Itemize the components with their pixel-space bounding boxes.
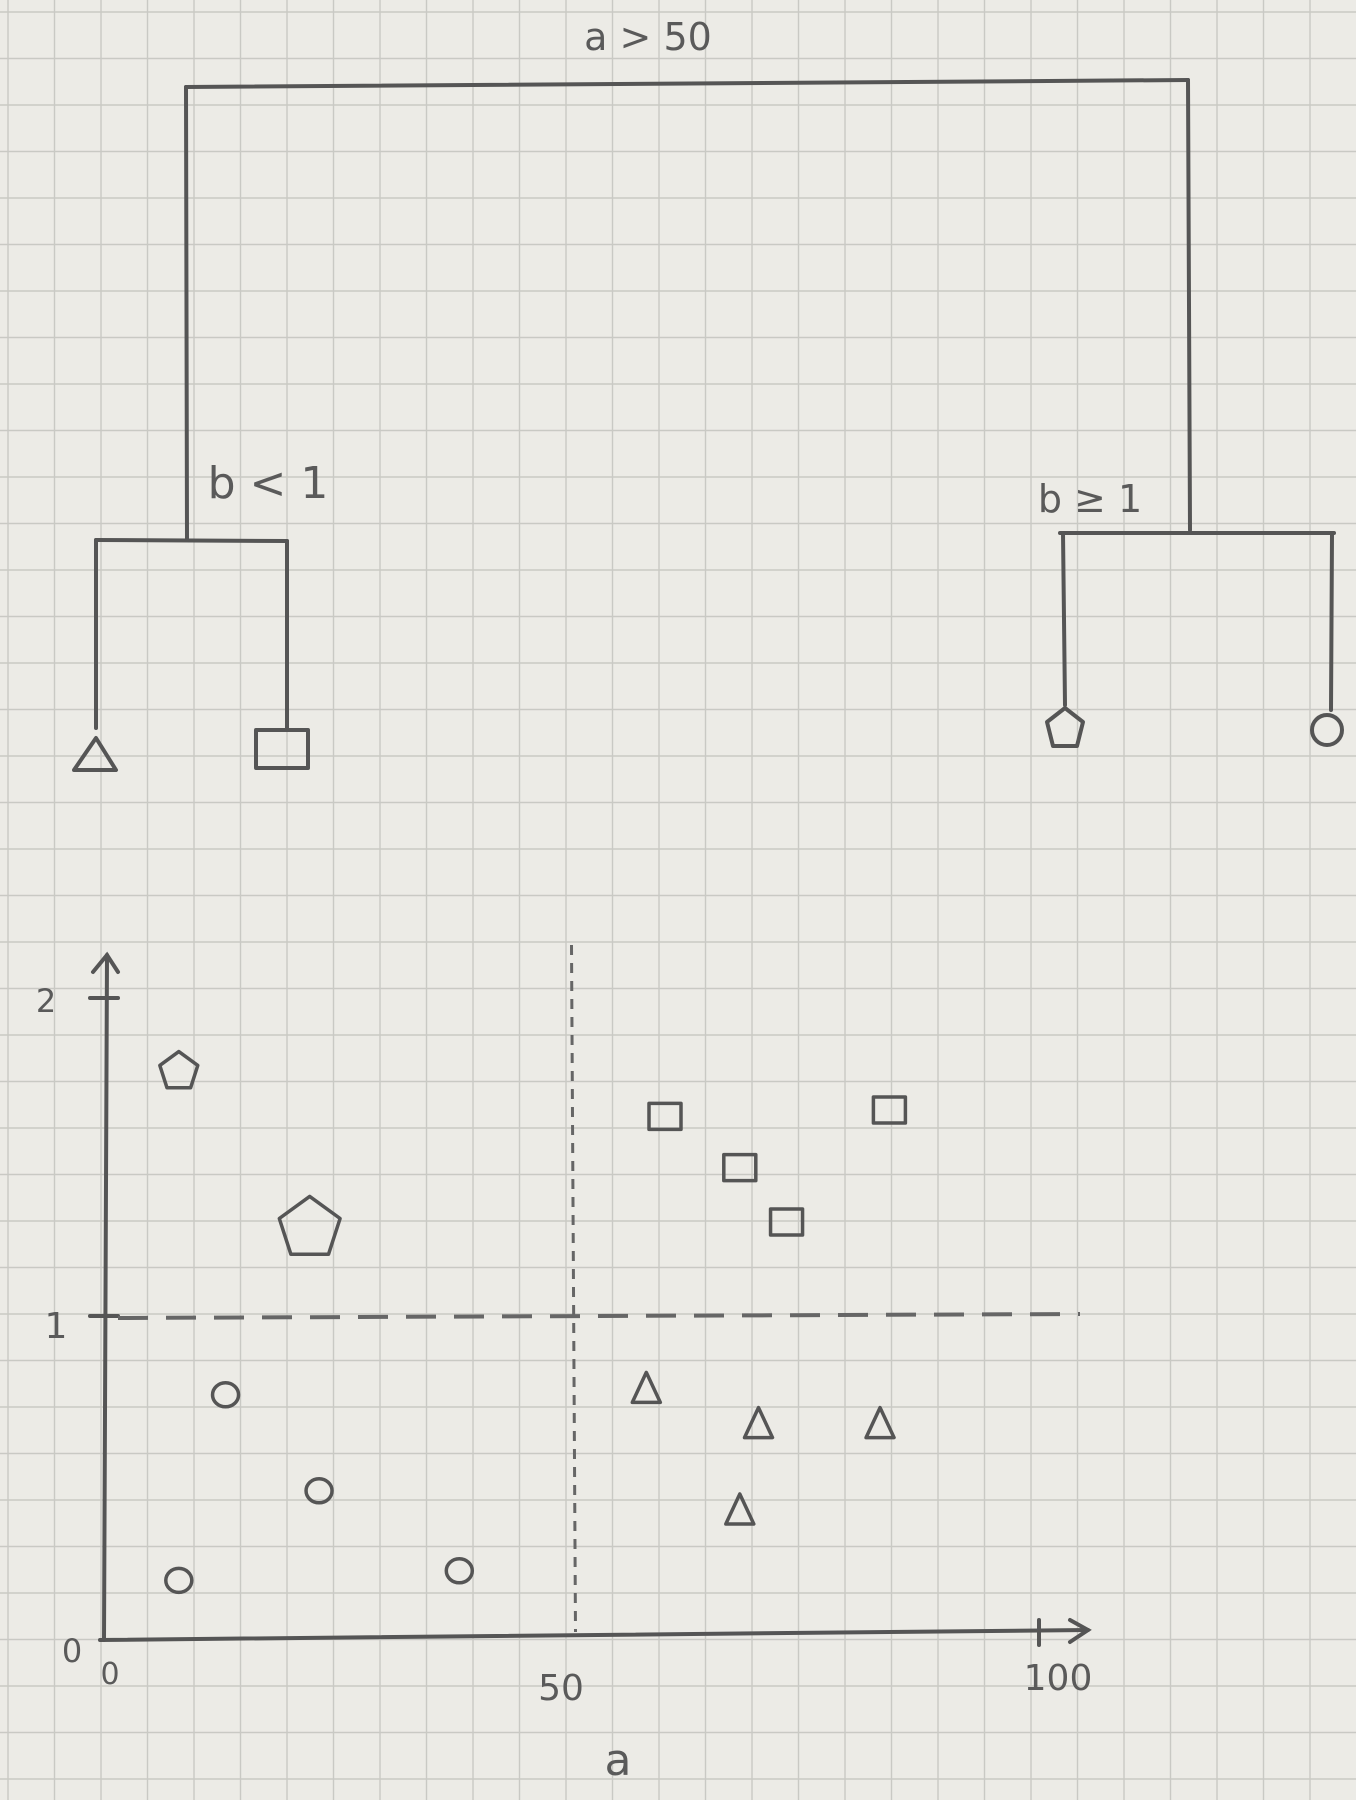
y-tick-label-1: 1 bbox=[45, 1306, 68, 1347]
data-point-circle-5 bbox=[444, 1557, 475, 1585]
tree-left-split bbox=[94, 538, 289, 543]
x-axis-label: a bbox=[605, 1735, 632, 1786]
leaf-circle-icon bbox=[1310, 713, 1344, 747]
tree-left-trunk bbox=[184, 85, 189, 542]
data-point-circle-3 bbox=[304, 1477, 334, 1505]
tree-root-label: a > 50 bbox=[584, 15, 712, 59]
data-point-pentagon-0 bbox=[158, 1049, 200, 1090]
x-axis bbox=[98, 1628, 1090, 1642]
tree-left-label: b < 1 bbox=[208, 458, 329, 509]
data-point-circle-2 bbox=[210, 1381, 241, 1409]
data-point-circle-4 bbox=[164, 1566, 194, 1595]
tree-root-bar bbox=[184, 78, 1190, 89]
data-point-square-6 bbox=[647, 1101, 683, 1132]
data-point-square-9 bbox=[768, 1207, 805, 1237]
y-tick-label-0: 0 bbox=[62, 1632, 82, 1670]
x-tick-label-0: 0 bbox=[100, 1657, 119, 1692]
data-point-square-8 bbox=[871, 1095, 908, 1125]
tree-right-leaf-line-1 bbox=[1061, 531, 1067, 707]
data-point-triangle-12 bbox=[864, 1405, 896, 1440]
leaf-square-icon bbox=[254, 728, 310, 770]
tree-right-label: b ≥ 1 bbox=[1038, 477, 1142, 521]
tree-right-trunk bbox=[1186, 78, 1192, 532]
data-point-triangle-10 bbox=[630, 1370, 663, 1405]
y-tick-label-2: 2 bbox=[36, 982, 56, 1020]
leaf-pentagon-icon bbox=[1045, 706, 1085, 748]
data-point-triangle-13 bbox=[724, 1492, 756, 1526]
y-axis-arrow bbox=[91, 951, 120, 974]
y-axis bbox=[102, 953, 109, 1642]
scatter-plot: 0 50 100 0 1 2 a bbox=[36, 944, 1093, 1786]
data-point-square-7 bbox=[722, 1152, 758, 1183]
leaf-triangle-icon bbox=[72, 736, 118, 772]
data-point-pentagon-1 bbox=[277, 1194, 342, 1257]
split-line-a-50 bbox=[570, 944, 577, 1633]
x-axis-arrow bbox=[1068, 1618, 1092, 1644]
tree-right-leaf-line-2 bbox=[1329, 531, 1334, 712]
data-point-triangle-11 bbox=[742, 1405, 775, 1440]
split-line-b-1 bbox=[117, 1312, 1081, 1320]
tree-leaves bbox=[72, 706, 1344, 772]
x-tick-label-100: 100 bbox=[1024, 1658, 1093, 1699]
decision-tree bbox=[94, 78, 1336, 730]
x-tick-label-50: 50 bbox=[538, 1668, 584, 1709]
